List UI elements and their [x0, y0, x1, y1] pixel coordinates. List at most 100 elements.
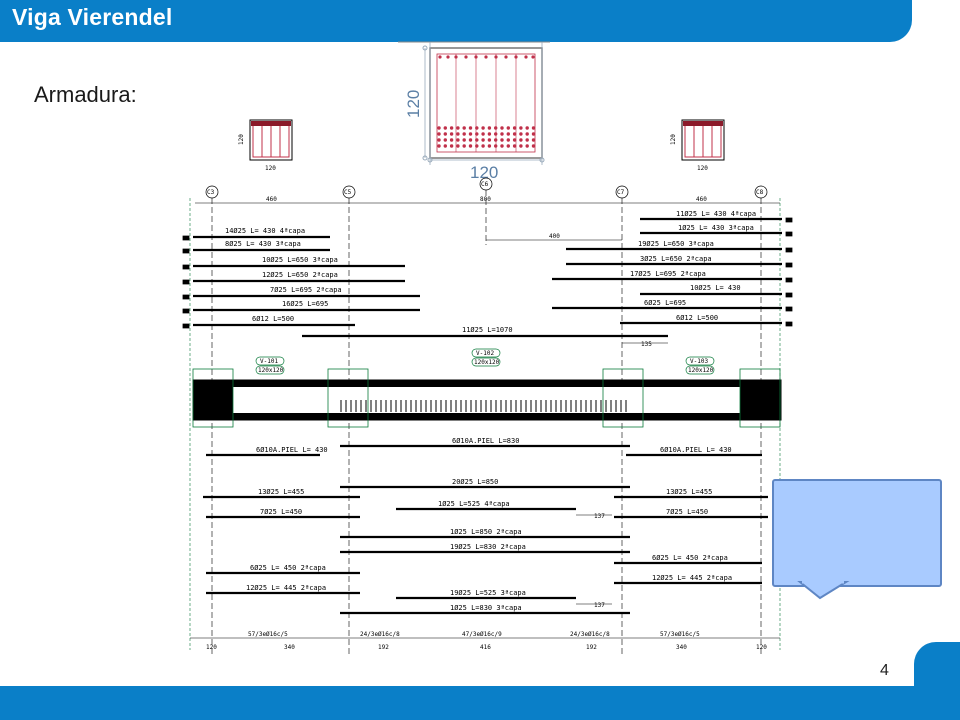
- beam-tag-name-2: V-102: [476, 350, 494, 357]
- beam-tags: V-101 120x120 V-102 120x120 V-103 120x12…: [255, 348, 715, 375]
- top-center-bar: 11Ø25 L=1070: [462, 326, 513, 334]
- section-bottom-rebar: [462, 144, 466, 148]
- top-span-1: 460: [266, 196, 277, 203]
- top-dims: 400 135: [486, 233, 668, 348]
- top-bar-left-labels: 14Ø25 L= 430 4ªcapa 8Ø25 L= 430 3ªcapa 1…: [225, 227, 342, 323]
- top-span-dims: 460 800 460: [195, 196, 780, 204]
- section-bottom-rebar: [443, 132, 447, 136]
- stirrup-labels: 57/3eØ16c/5 24/3eØ16c/8 47/3eØ16c/9 24/3…: [190, 631, 780, 639]
- bottom-center-4: 19Ø25 L=830 2ªcapa: [450, 543, 526, 551]
- section-bottom-rebar: [531, 138, 536, 142]
- section-bottom-rebar: [506, 138, 510, 142]
- bottom-span-1: 120: [206, 644, 217, 651]
- section-bottom-rebar: [456, 132, 460, 136]
- section-bottom-rebar: [525, 138, 529, 142]
- bottom-dim-137-b: 137: [594, 602, 605, 609]
- column-label-c7: C7: [617, 189, 625, 196]
- section-bottom-rebar: [512, 126, 517, 130]
- top-right-hooks: [785, 217, 793, 327]
- top-left-bar-4: 12Ø25 L=650 2ªcapa: [262, 271, 338, 279]
- section-bottom-rebar: [462, 132, 466, 136]
- top-left-hooks: [182, 235, 190, 329]
- column-label-c6: C6: [481, 181, 489, 188]
- top-right-bar-4: 3Ø25 L=650 2ªcapa: [640, 255, 712, 263]
- armadura-label: Armadura:: [34, 82, 137, 107]
- section-bottom-rebar: [512, 144, 517, 148]
- section-bottom-rebar: [531, 132, 536, 136]
- section-bottom-rebar: [506, 126, 510, 130]
- bottom-left-2: 7Ø25 L=450: [260, 508, 302, 516]
- bottom-center-3: 1Ø25 L=850 2ªcapa: [450, 528, 522, 536]
- beam-tag-size-3: 120x120: [688, 367, 714, 374]
- section-bottom-rebar: [519, 126, 523, 130]
- bottom-bar-labels: 6Ø10A.PIEL L= 430 6Ø10A.PIEL L=830 6Ø10A…: [246, 437, 732, 612]
- footer-band: [0, 686, 960, 720]
- section-bottom-rebar: [481, 144, 485, 148]
- section-bottom-rebar: [487, 138, 492, 142]
- bottom-span-4: 416: [480, 644, 491, 651]
- section-bottom-rebar: [494, 132, 498, 136]
- section-bottom-rebar: [437, 144, 441, 148]
- section-bottom-rebar: [525, 126, 529, 130]
- piel-right: 6Ø10A.PIEL L= 430: [660, 446, 732, 454]
- section-bottom-rebar: [456, 144, 460, 148]
- section-bottom-rebar: [500, 138, 504, 142]
- top-right-bar-3: 19Ø25 L=650 3ªcapa: [638, 240, 714, 248]
- beam-tag-name-3: V-103: [690, 358, 708, 365]
- section-bottom-rebar: [531, 126, 536, 130]
- stirrup-2: 24/3eØ16c/8: [360, 631, 400, 638]
- bottom-center-2: 1Ø25 L=525 4ªcapa: [438, 500, 510, 508]
- bottom-center-5: 19Ø25 L=525 3ªcapa: [450, 589, 526, 597]
- section-bottom-rebar: [456, 126, 460, 130]
- mini-right-dim-v: 120: [670, 134, 677, 145]
- top-left-bar-2: 8Ø25 L= 430 3ªcapa: [225, 240, 301, 248]
- beam-elevation: [192, 368, 782, 428]
- top-right-bar-8: 6Ø12 L=500: [676, 314, 718, 322]
- section-bottom-rebar: [494, 126, 498, 130]
- section-bottom-rebar: [456, 138, 460, 142]
- column-label-c8: C8: [756, 189, 764, 196]
- column-label-c3: C3: [207, 189, 215, 196]
- page-number: 4: [880, 662, 889, 679]
- section-bottom-rebar: [519, 132, 523, 136]
- bottom-right-1: 13Ø25 L=455: [666, 488, 712, 496]
- section-bottom-rebar: [506, 132, 510, 136]
- bottom-span-3: 192: [378, 644, 389, 651]
- section-bottom-rebar: [468, 126, 473, 130]
- section-bottom-rebar: [437, 132, 441, 136]
- top-right-bar-6: 10Ø25 L= 430: [690, 284, 741, 292]
- footer-tab: [914, 642, 960, 688]
- section-bottom-rebar: [481, 132, 485, 136]
- section-bottom-rebar: [449, 144, 454, 148]
- bottom-span-dims: 120 340 192 416 192 340 120: [206, 644, 767, 651]
- stirrup-3: 47/3eØ16c/9: [462, 631, 502, 638]
- section-bottom-rebar: [475, 132, 479, 136]
- column-labels: C3 C5 C6 C7 C8: [205, 177, 768, 199]
- section-bottom-rebar: [519, 144, 523, 148]
- bottom-left-4: 12Ø25 L= 445 2ªcapa: [246, 584, 326, 592]
- section-bottom-rebar: [487, 126, 492, 130]
- section-bottom-rebar: [525, 144, 529, 148]
- stirrup-1: 57/3eØ16c/5: [248, 631, 288, 638]
- top-left-bar-3: 10Ø25 L=650 3ªcapa: [262, 256, 338, 264]
- section-bottom-rebar: [443, 126, 447, 130]
- cross-section-large: 120 120: [398, 41, 550, 182]
- bottom-span-6: 340: [676, 644, 687, 651]
- mini-left-dim-v: 120: [238, 134, 245, 145]
- section-bottom-rebar: [468, 132, 473, 136]
- top-right-bar-1: 11Ø25 L= 430 4ªcapa: [676, 210, 756, 218]
- section-bottom-rebar: [475, 138, 479, 142]
- top-right-bar-2: 1Ø25 L= 430 3ªcapa: [678, 224, 754, 232]
- mini-left-dim-h: 120: [265, 165, 276, 172]
- section-bottom-rebar: [443, 144, 447, 148]
- bottom-span-2: 340: [284, 644, 295, 651]
- beam-tag-name-1: V-101: [260, 358, 278, 365]
- section-bottom-rebar: [437, 138, 441, 142]
- section-bottom-rebar: [475, 126, 479, 130]
- section-bottom-rebar: [449, 138, 454, 142]
- bottom-center-6: 1Ø25 L=830 3ªcapa: [450, 604, 522, 612]
- section-bottom-rebar: [531, 144, 536, 148]
- beam-tag-size-1: 120x120: [258, 367, 284, 374]
- top-bars-right: [302, 217, 782, 338]
